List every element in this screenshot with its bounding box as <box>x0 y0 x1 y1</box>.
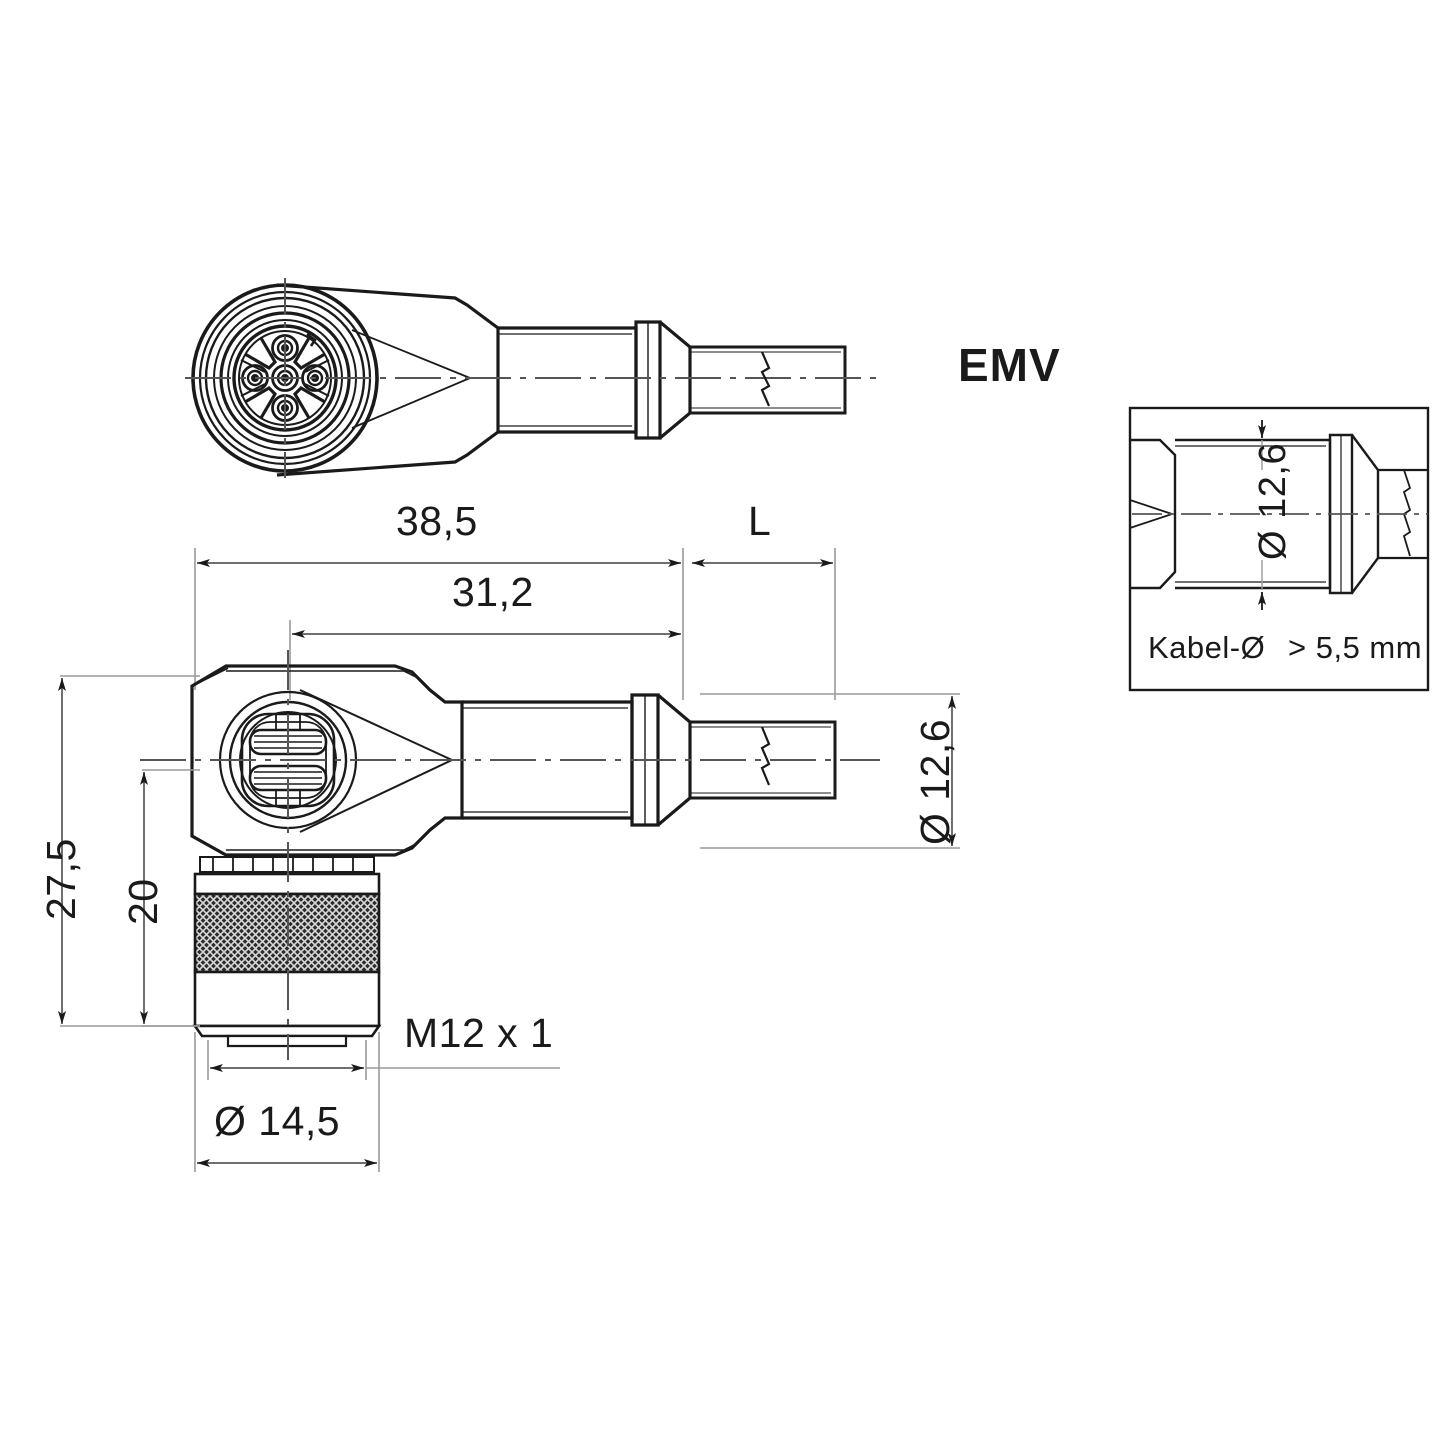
dimension-body-length: 31,2 <box>452 569 534 615</box>
dimension-thread: M12 x 1 <box>404 1010 554 1056</box>
dimension-cable-length-symbol: L <box>748 498 772 544</box>
dimension-total-height: 27,5 <box>38 838 84 920</box>
side-view-group <box>140 650 880 1060</box>
inset-cable-value: > 5,5 mm <box>1288 630 1423 665</box>
inset-detail-box <box>1128 406 1430 692</box>
dimension-body-height: 20 <box>120 878 166 925</box>
inset-diameter-label: Ø 12,6 <box>1252 442 1294 560</box>
dimension-cable-entry-diameter: Ø 12,6 <box>912 718 958 845</box>
knurled-nut <box>192 856 382 1048</box>
bottom-dimensions-group <box>194 1032 560 1172</box>
inset-cable-label: Kabel-Ø <box>1148 630 1266 665</box>
horizontal-dimensions-group <box>194 548 836 700</box>
dimension-overall-length: 38,5 <box>396 498 478 544</box>
dimension-nut-diameter: Ø 14,5 <box>214 1098 341 1144</box>
vertical-dimensions-group <box>58 675 960 1027</box>
emv-label: EMV <box>958 339 1061 391</box>
top-view-group <box>185 278 880 478</box>
